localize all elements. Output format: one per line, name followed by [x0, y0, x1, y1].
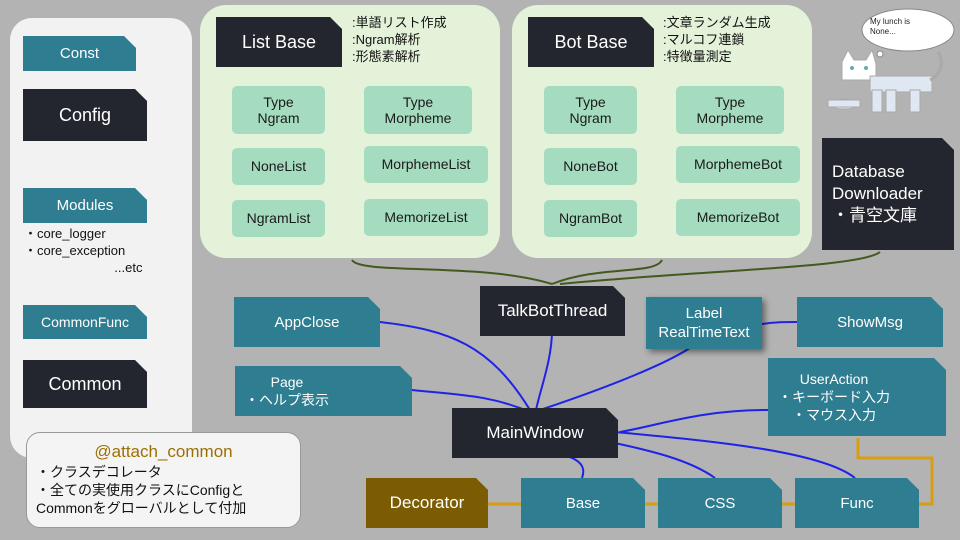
- ngram-bot-node[interactable]: NgramBot: [544, 200, 637, 237]
- useraction-node[interactable]: UserAction ・キーボード入力 ・マウス入力: [768, 358, 946, 436]
- css-node[interactable]: CSS: [658, 478, 782, 528]
- label-showmsg-link: [761, 321, 798, 325]
- modules-node[interactable]: Modules: [23, 188, 147, 223]
- mainwindow-node[interactable]: MainWindow: [452, 408, 618, 458]
- none-bot-node[interactable]: NoneBot: [544, 148, 637, 185]
- listbase-talkbot-link: [351, 259, 553, 285]
- config-node[interactable]: Config: [23, 89, 147, 141]
- attach-common-body: ・クラスデコレータ ・全ての実使用クラスにConfigと Commonをグローバ…: [36, 464, 247, 516]
- list-base-notes: :単語リスト作成 :Ngram解析 :形態素解析: [352, 15, 447, 64]
- commonfunc-node[interactable]: CommonFunc: [23, 305, 147, 339]
- list-type-ngram[interactable]: Type Ngram: [232, 86, 325, 134]
- func-node[interactable]: Func: [795, 478, 919, 528]
- bot-base-notes: :文章ランダム生成 :マルコフ連鎖 :特徴量測定: [663, 15, 771, 64]
- talkbot-mainwindow-link: [535, 329, 553, 411]
- showmsg-node[interactable]: ShowMsg: [797, 297, 943, 347]
- useraction-mainwindow-link: [619, 409, 769, 433]
- appclose-node[interactable]: AppClose: [234, 297, 380, 347]
- mainwindow-func-link: [614, 431, 856, 479]
- list-base-title[interactable]: List Base: [216, 17, 342, 67]
- talkbot-thread-node[interactable]: TalkBotThread: [480, 286, 625, 336]
- attach-common-box: [26, 432, 301, 528]
- morpheme-list-node[interactable]: MorphemeList: [364, 146, 488, 183]
- bot-type-ngram[interactable]: Type Ngram: [544, 86, 637, 134]
- bot-type-morpheme[interactable]: Type Morpheme: [676, 86, 784, 134]
- decorator-gold-line: [488, 438, 934, 506]
- modules-notes: ・core_logger ・core_exception ...etc: [24, 226, 143, 275]
- base-node[interactable]: Base: [521, 478, 645, 528]
- botbase-talkbot-link: [551, 259, 663, 285]
- bot-base-title[interactable]: Bot Base: [528, 17, 654, 67]
- page-node[interactable]: Page ・ヘルプ表示: [235, 366, 412, 416]
- database-downloader-node[interactable]: Database Downloader ・青空文庫: [822, 138, 954, 250]
- memorize-list-node[interactable]: MemorizeList: [364, 199, 488, 236]
- morpheme-bot-node[interactable]: MorphemeBot: [676, 146, 800, 183]
- none-list-node[interactable]: NoneList: [232, 148, 325, 185]
- appclose-mainwindow-link: [379, 321, 531, 411]
- memorize-bot-node[interactable]: MemorizeBot: [676, 199, 800, 236]
- list-type-morpheme[interactable]: Type Morpheme: [364, 86, 472, 134]
- label-mainwindow-link: [539, 339, 701, 411]
- common-node[interactable]: Common: [23, 360, 147, 408]
- const-node[interactable]: Const: [23, 36, 136, 71]
- cat-illustration: [827, 8, 955, 113]
- page-mainwindow-link: [411, 389, 531, 413]
- ngram-list-node[interactable]: NgramList: [232, 200, 325, 237]
- attach-common-title: @attach_common: [94, 442, 233, 461]
- database-talkbot-link: [559, 251, 881, 285]
- label-realtimetext-node[interactable]: Label RealTimeText: [646, 297, 762, 349]
- speech-bubble-text: My lunch is None...: [870, 17, 911, 36]
- decorator-node[interactable]: Decorator: [366, 478, 488, 528]
